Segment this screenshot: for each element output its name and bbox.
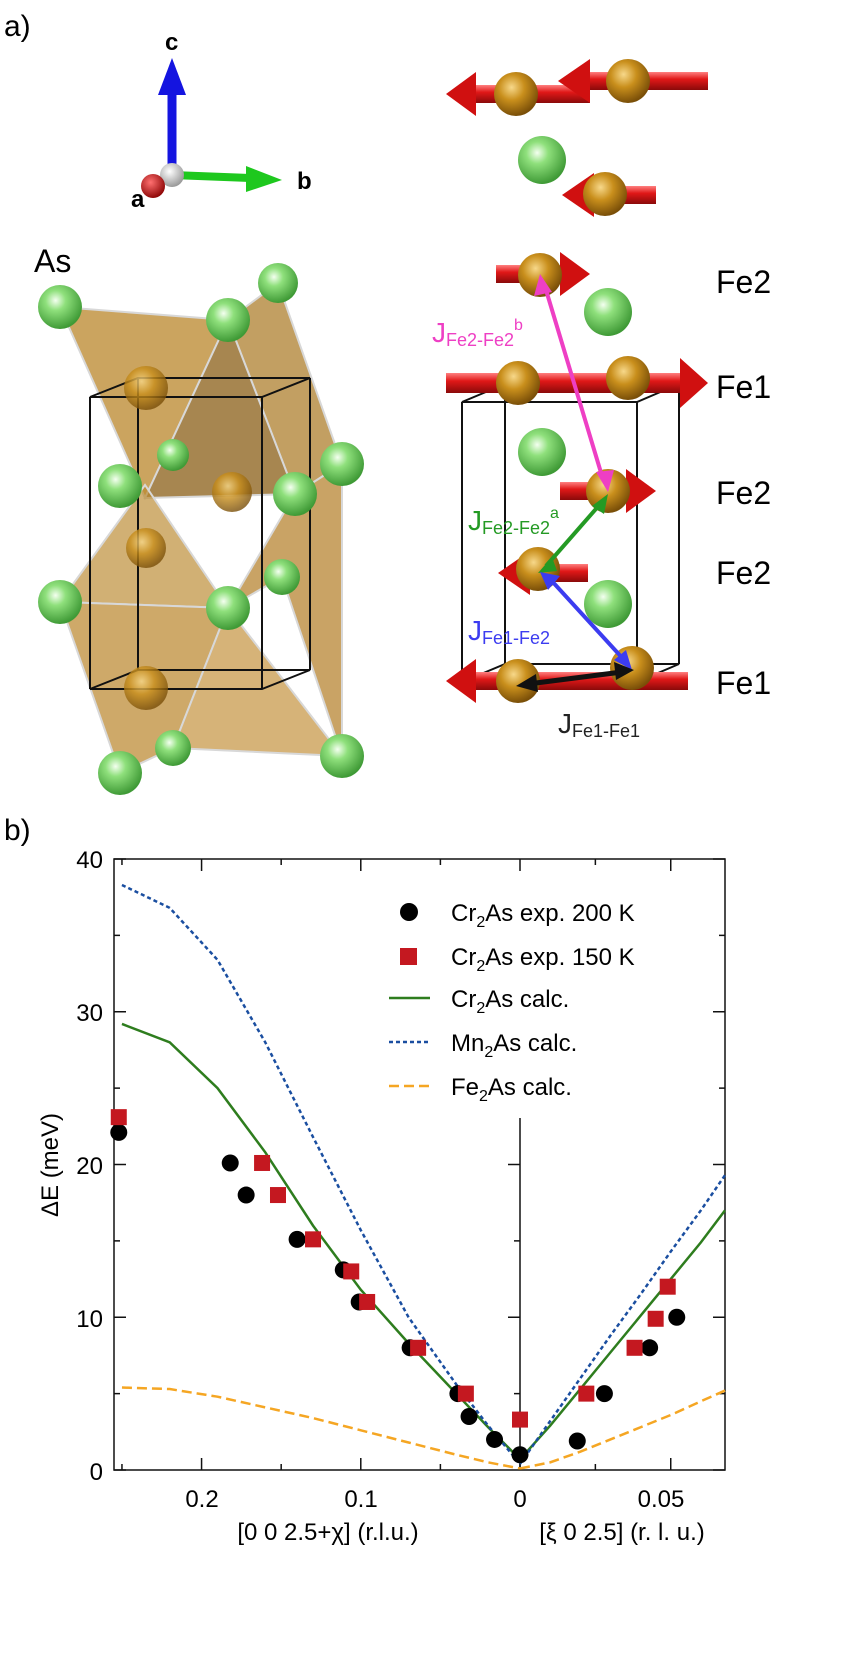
legend-entry-fe2as-calc: Fe2As calc. <box>451 1074 572 1105</box>
legend-entry-mn2as-calc: Mn2As calc. <box>451 1030 577 1061</box>
origin-sphere <box>160 163 184 187</box>
jfe1fe2-label: JFe1-Fe2 <box>468 615 550 648</box>
legend-marker-200k <box>400 903 418 921</box>
point-cr2as-exp-200-k-right <box>668 1308 686 1326</box>
b-axis-shaft <box>171 171 251 182</box>
point-cr2as-exp-150-k-right <box>578 1385 595 1402</box>
point-cr2as-exp-200-k-right <box>641 1339 659 1357</box>
panel-b-label: b) <box>4 814 31 847</box>
a-axis-head <box>141 174 165 198</box>
b-axis-head <box>246 166 282 192</box>
jfe1fe1-path <box>527 669 623 687</box>
point-cr2as-exp-200-k-left <box>511 1446 529 1464</box>
point-cr2as-exp-150-k-left <box>410 1339 427 1356</box>
legend-entry-cr2as-calc: Cr2As calc. <box>451 986 569 1017</box>
curve-mn2as-calc--left <box>121 883 521 1465</box>
y-axis-label: ΔE (meV) <box>37 1113 64 1217</box>
legend-entry-150k: Cr2As exp. 150 K <box>451 944 635 975</box>
c-axis-label: c <box>165 29 178 56</box>
point-cr2as-exp-150-k-left <box>269 1187 286 1204</box>
fe-label-3: Fe2 <box>716 475 771 511</box>
b-axis-label: b <box>297 168 312 195</box>
point-cr2as-exp-150-k-right <box>647 1310 664 1327</box>
point-cr2as-exp-200-k-right <box>595 1385 613 1403</box>
x-axis-label-left: [0 0 2.5+χ] (r.l.u.) <box>237 1519 418 1546</box>
y-tick-label-20: 20 <box>76 1153 103 1180</box>
point-cr2as-exp-200-k-right <box>568 1432 586 1450</box>
point-cr2as-exp-150-k-left <box>110 1109 127 1126</box>
curve-fe2as-calc--right <box>519 1389 726 1470</box>
point-cr2as-exp-200-k-left <box>460 1408 478 1426</box>
jfe2fe2a-label: JFe2-Fe2a <box>468 505 559 538</box>
point-cr2as-exp-200-k-left <box>221 1154 239 1172</box>
point-cr2as-exp-150-k-left <box>512 1411 528 1428</box>
panel-a-label: a) <box>4 10 31 43</box>
axes-triad: c a b <box>131 29 312 213</box>
legend-marker-150k <box>400 948 417 965</box>
c-axis-head <box>158 58 186 95</box>
jfe2fe2a-path <box>544 500 604 568</box>
fe-label-4: Fe2 <box>716 555 771 591</box>
y-tick-label-30: 30 <box>76 1000 103 1027</box>
y-tick-label-40: 40 <box>76 847 103 874</box>
x-tick-label-0.1: 0.1 <box>344 1486 377 1513</box>
x-axis-label-right: [ξ 0 2.5] (r. l. u.) <box>539 1519 704 1546</box>
curve-cr2as-calc--right <box>519 1209 726 1461</box>
curve-mn2as-calc--right <box>518 1174 727 1465</box>
y-tick-label-10: 10 <box>76 1306 103 1333</box>
a-axis-label: a <box>131 186 145 213</box>
point-cr2as-exp-200-k-left <box>288 1230 306 1248</box>
x-tick-label-0: 0 <box>513 1486 526 1513</box>
point-cr2as-exp-200-k-left <box>486 1430 504 1448</box>
point-cr2as-exp-150-k-left <box>254 1154 271 1171</box>
as-label: As <box>34 243 71 279</box>
point-cr2as-exp-150-k-right <box>659 1278 676 1295</box>
point-cr2as-exp-200-k-left <box>110 1123 128 1141</box>
x-tick-label-0.2: 0.2 <box>185 1486 218 1513</box>
point-cr2as-exp-200-k-left <box>237 1186 255 1204</box>
point-cr2as-exp-150-k-left <box>343 1263 360 1280</box>
legend-entry-200k: Cr2As exp. 200 K <box>451 900 635 931</box>
point-cr2as-exp-150-k-left <box>457 1385 474 1402</box>
x-tick-label-0.05: 0.05 <box>638 1486 685 1513</box>
jfe1fe2-path <box>548 577 628 664</box>
dispersion-chart: 0 10 20 30 40 0.2 0.1 0 0.05 [0 0 2.5+χ]… <box>37 847 727 1546</box>
fe-label-2: Fe1 <box>716 369 771 405</box>
jfe2fe2b-label: JFe2-Fe2b <box>432 317 523 350</box>
fe-label-1: Fe2 <box>716 264 771 300</box>
octahedral-structure <box>38 263 364 795</box>
jfe2fe2b-path <box>544 289 604 477</box>
legend: Cr2As exp. 200 K Cr2As exp. 150 K Cr2As … <box>389 900 635 1105</box>
point-cr2as-exp-150-k-left <box>359 1293 376 1310</box>
magnetic-structure <box>446 59 708 703</box>
curve-fe2as-calc--left <box>121 1386 521 1470</box>
point-cr2as-exp-150-k-left <box>305 1231 322 1248</box>
point-cr2as-exp-150-k-right <box>626 1339 643 1356</box>
jfe1fe1-label: JFe1-Fe1 <box>558 708 640 741</box>
y-tick-label-0: 0 <box>90 1459 103 1486</box>
fe-label-5: Fe1 <box>716 665 771 701</box>
